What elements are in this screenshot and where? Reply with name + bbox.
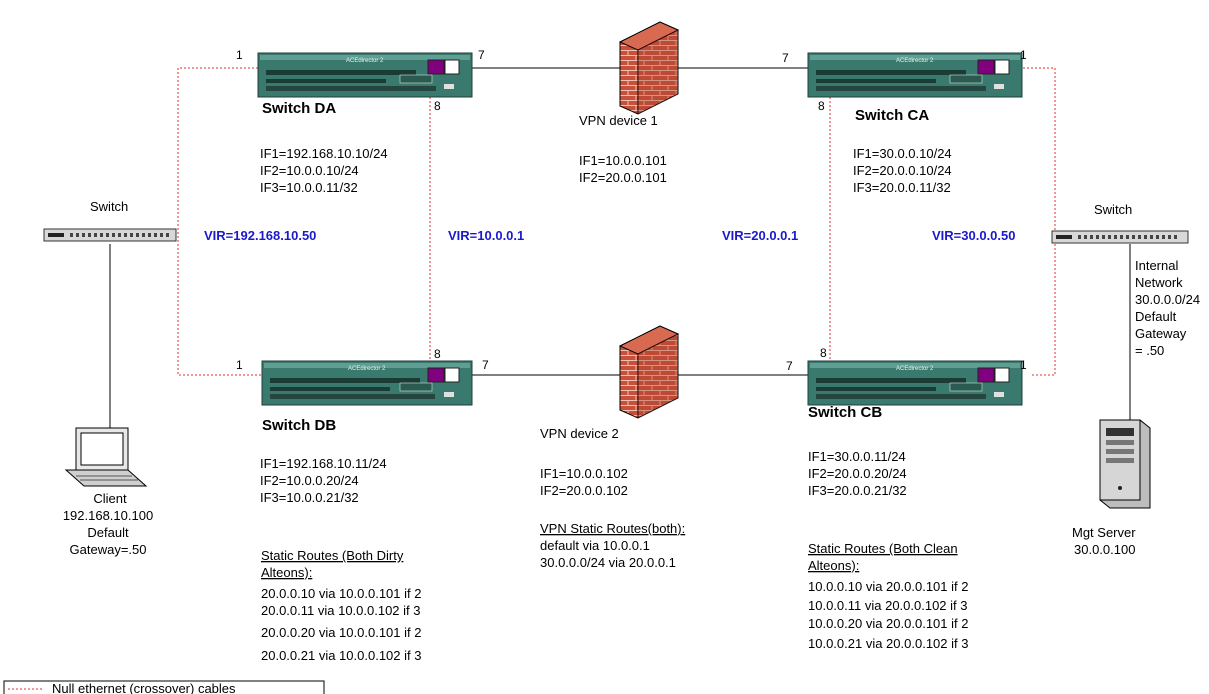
switch-ca-if2: IF2=20.0.0.10/24 [853, 163, 952, 178]
legend-label: Null ethernet (crossover) cables [52, 681, 236, 694]
clean-route: 10.0.0.10 via 20.0.0.101 if 2 [808, 579, 968, 594]
internal-line: Internal [1135, 258, 1178, 273]
mgt-line: 30.0.0.100 [1074, 542, 1135, 557]
switch-da-if3: IF3=10.0.0.11/32 [260, 180, 358, 195]
port-label: 7 [786, 359, 793, 373]
right-switch-label: Switch [1094, 202, 1132, 217]
port-label: 1 [1020, 48, 1027, 62]
dirty-routes-title: Static Routes (Both Dirty [261, 548, 404, 563]
vir-label: VIR=30.0.0.50 [932, 228, 1015, 243]
clean-route: 10.0.0.11 via 20.0.0.102 if 3 [808, 598, 968, 613]
switch-db-if3: IF3=10.0.0.21/32 [260, 490, 359, 505]
port-label: 1 [236, 358, 243, 372]
switch-db-label: Switch DB [262, 417, 336, 434]
switch-ca[interactable]: ACEdirector 2 [807, 52, 1023, 98]
dirty-route: 20.0.0.21 via 10.0.0.102 if 3 [261, 648, 421, 663]
switch-db-if1: IF1=192.168.10.11/24 [260, 456, 387, 471]
firewall-icon[interactable] [618, 21, 680, 115]
clean-routes-title: Alteons): [808, 558, 859, 573]
vir-label: VIR=20.0.0.1 [722, 228, 798, 243]
vpn2-route: default via 10.0.0.1 [540, 538, 650, 553]
client-line: Gateway=.50 [70, 542, 147, 557]
clean-route: 10.0.0.21 via 20.0.0.102 if 3 [808, 636, 968, 651]
clean-routes-title: Static Routes (Both Clean [808, 541, 958, 556]
port-label: 8 [818, 99, 825, 113]
null-ethernet-cables [177, 67, 1056, 376]
switch-cb-label: Switch CB [808, 404, 882, 421]
vpn2-label: VPN device 2 [540, 426, 619, 441]
switch-cb-if3: IF3=20.0.0.21/32 [808, 483, 907, 498]
legend: Null ethernet (crossover) cables [3, 680, 325, 694]
switch-da-if2: IF2=10.0.0.10/24 [260, 163, 359, 178]
internal-line: = .50 [1135, 343, 1164, 358]
internal-line: 30.0.0.0/24 [1135, 292, 1200, 307]
server-icon[interactable] [1099, 419, 1151, 509]
dirty-route: 20.0.0.11 via 10.0.0.102 if 3 [261, 603, 421, 618]
vpn2-routes-title: VPN Static Routes(both): [540, 521, 685, 536]
switch-db-if2: IF2=10.0.0.20/24 [260, 473, 359, 488]
port-label: 1 [236, 48, 243, 62]
switch-brand: ACEdirector 2 [346, 58, 384, 64]
port-label: 7 [478, 48, 485, 62]
dirty-route: 20.0.0.10 via 10.0.0.101 if 2 [261, 586, 421, 601]
switch-cb-if1: IF1=30.0.0.11/24 [808, 449, 906, 464]
vpn2-if2: IF2=20.0.0.102 [540, 483, 628, 498]
client-line: 192.168.10.100 [63, 508, 153, 523]
port-label: 1 [1020, 358, 1027, 372]
firewall-icon[interactable] [618, 325, 680, 419]
switch-da[interactable]: ACEdirector 2 [257, 52, 473, 98]
left-switch-label: Switch [90, 199, 128, 214]
vpn1-if2: IF2=20.0.0.101 [579, 170, 667, 185]
client-line: Client [93, 491, 127, 506]
port-label: 8 [820, 346, 827, 360]
internal-line: Gateway [1135, 326, 1187, 341]
switch-ca-label: Switch CA [855, 107, 929, 124]
solid-cables [109, 67, 1131, 470]
switch-brand: ACEdirector 2 [896, 58, 934, 64]
switch-cb[interactable]: ACEdirector 2 [807, 360, 1023, 406]
switch-ca-if3: IF3=20.0.0.11/32 [853, 180, 951, 195]
dirty-routes-title: Alteons): [261, 565, 312, 580]
vpn1-if1: IF1=10.0.0.101 [579, 153, 667, 168]
port-label: 7 [482, 358, 489, 372]
internal-line: Default [1135, 309, 1177, 324]
switch-da-label: Switch DA [262, 100, 336, 117]
mgt-line: Mgt Server [1072, 525, 1136, 540]
switch-ca-if1: IF1=30.0.0.10/24 [853, 146, 952, 161]
vpn2-if1: IF1=10.0.0.102 [540, 466, 628, 481]
port-label: 8 [434, 347, 441, 361]
vpn1-label: VPN device 1 [579, 113, 658, 128]
switch-da-if1: IF1=192.168.10.10/24 [260, 146, 388, 161]
vir-label: VIR=192.168.10.50 [204, 228, 316, 243]
switch-brand: ACEdirector 2 [896, 366, 934, 372]
right-switch-icon[interactable] [1051, 230, 1189, 244]
laptop-icon[interactable] [64, 427, 148, 487]
clean-route: 10.0.0.20 via 20.0.0.101 if 2 [808, 616, 968, 631]
dirty-route: 20.0.0.20 via 10.0.0.101 if 2 [261, 625, 421, 640]
left-switch-icon[interactable] [43, 228, 177, 242]
port-label: 7 [782, 51, 789, 65]
vir-label: VIR=10.0.0.1 [448, 228, 524, 243]
port-label: 8 [434, 99, 441, 113]
internal-line: Network [1135, 275, 1183, 290]
vpn2-route: 30.0.0.0/24 via 20.0.0.1 [540, 555, 676, 570]
switch-brand: ACEdirector 2 [348, 366, 386, 372]
client-line: Default [87, 525, 129, 540]
switch-db[interactable]: ACEdirector 2 [261, 360, 473, 406]
switch-cb-if2: IF2=20.0.0.20/24 [808, 466, 907, 481]
